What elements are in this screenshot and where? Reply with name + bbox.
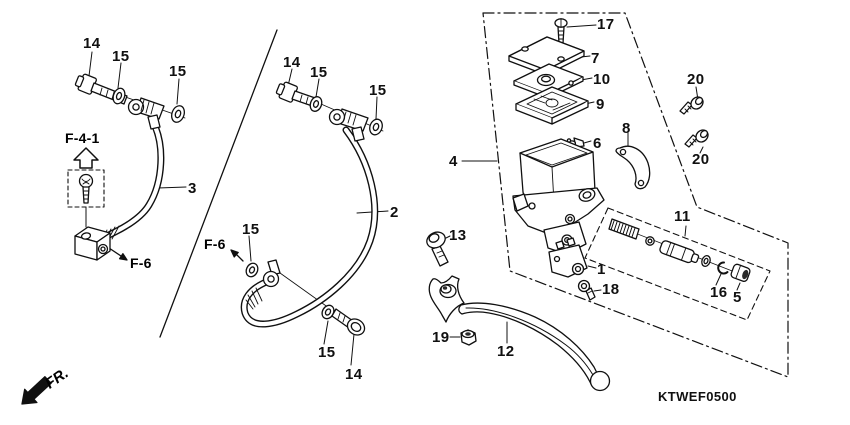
callout-screw-17: 17 — [597, 16, 615, 33]
callout-circlip-16: 16 — [710, 284, 728, 301]
callout-cap-7: 7 — [591, 50, 600, 67]
kit-spring — [608, 218, 640, 240]
callout-washer-15-hose2-bot: 15 — [318, 344, 336, 361]
kit-piston — [659, 240, 700, 264]
washer-15-hose2-top-b — [369, 118, 383, 136]
brake-hose-3 — [101, 118, 165, 242]
washer-15-hose2-top-a — [309, 96, 323, 112]
f41-up-arrow-icon — [73, 147, 99, 169]
brake-lever-12 — [428, 275, 611, 392]
circlip-16 — [717, 261, 729, 275]
banjo-bolt-14-hose2-bottom — [331, 308, 366, 336]
callout-nut-19: 19 — [432, 329, 450, 346]
pivot-nut-19 — [460, 329, 477, 346]
piston-kit-11 — [608, 218, 751, 282]
callout-piston-kit-11: 11 — [674, 208, 691, 225]
assembly-boundary-box — [482, 12, 789, 378]
washer-15-hose3-b — [171, 105, 185, 123]
ref-label-f41: F-4-1 — [65, 130, 100, 146]
diaphragm-9 — [515, 86, 589, 125]
callout-bolt-13: 13 — [449, 227, 467, 244]
callout-lever-12: 12 — [497, 343, 515, 360]
callout-hose-2: 2 — [390, 204, 399, 221]
fastener-box — [67, 169, 105, 208]
callout-plate-10: 10 — [593, 71, 611, 88]
callout-bolt-20-a: 20 — [687, 71, 705, 88]
kit-seal — [701, 255, 711, 267]
reservoir-screw-17 — [554, 18, 568, 44]
callout-switch-1: 1 — [597, 261, 606, 278]
banjo-fitting-hose3 — [127, 97, 165, 130]
callout-washer-15-hose3-a: 15 — [112, 48, 130, 65]
f6-arrow-mid-icon — [230, 249, 244, 262]
washer-15-hose3-a — [112, 87, 126, 105]
axis-lines — [96, 86, 746, 329]
callout-washer-15-hose2-top-a: 15 — [310, 64, 328, 81]
callout-float-6: 6 — [593, 135, 602, 152]
callout-boot-5: 5 — [733, 289, 742, 306]
flange-bolt-20-b — [684, 129, 709, 148]
callout-washer-15-hose3-b: 15 — [169, 63, 187, 80]
callout-bolt-14-hose3: 14 — [83, 35, 101, 52]
pivot-bolt-13 — [426, 231, 449, 267]
flange-bolt-20-a — [679, 96, 704, 115]
master-cylinder-body-4 — [512, 138, 605, 255]
callout-washer-15-hose2-top-b: 15 — [369, 82, 387, 99]
divider-line — [159, 29, 278, 338]
callout-bolt-20-b: 20 — [692, 151, 710, 168]
kit-washer — [645, 236, 655, 246]
leader-lines — [85, 24, 741, 366]
fr-direction-arrow-icon — [21, 376, 52, 405]
ref-label-f6-mid: F-6 — [204, 236, 226, 252]
callout-screw-18: 18 — [602, 281, 620, 298]
kit-boundary-box — [584, 207, 771, 321]
brake-switch-1 — [548, 237, 588, 278]
clamp-8 — [615, 145, 651, 190]
diagram-code: KTWEF0500 — [658, 389, 737, 404]
callout-bolt-14-hose2-bot: 14 — [345, 366, 363, 383]
callout-clamp-8: 8 — [622, 120, 631, 137]
ref-label-f6-left: F-6 — [130, 255, 152, 271]
callout-master-cylinder-4: 4 — [449, 153, 458, 170]
banjo-fitting-hose2-top — [328, 108, 369, 142]
boot-5 — [730, 263, 751, 282]
brake-hose-2 — [240, 126, 379, 328]
junction-block-hose3 — [74, 226, 111, 261]
callout-washer-15-hose2-mid: 15 — [242, 221, 260, 238]
washer-15-hose2-mid — [245, 262, 259, 278]
callout-hose-3: 3 — [188, 180, 197, 197]
switch-screw-18 — [577, 279, 596, 301]
callout-bolt-14-hose2-top: 14 — [283, 54, 301, 71]
callout-diaphragm-9: 9 — [596, 96, 605, 113]
banjo-fitting-hose2-bottom — [262, 259, 281, 288]
